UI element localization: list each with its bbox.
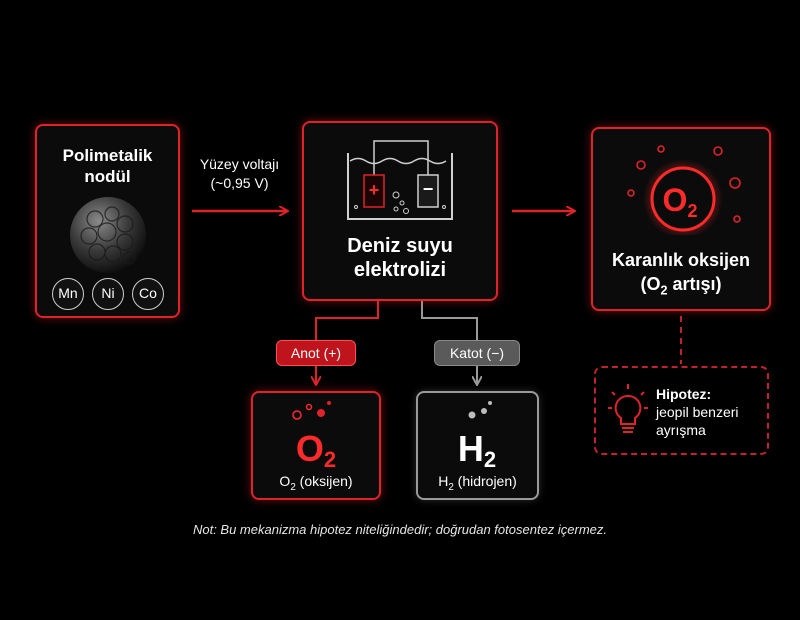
nodule-sphere-icon bbox=[70, 197, 146, 273]
dark-oxygen-title-line2: (O2 artışı) bbox=[640, 274, 722, 298]
hydrogen-bubbles-icon: H2 bbox=[458, 401, 496, 471]
hydrogen-caption: H2 (hidrojen) bbox=[438, 473, 517, 493]
cathode-label-pill: Katot (−) bbox=[434, 340, 520, 366]
footnote: Not: Bu mekanizma hipotez niteliğindedir… bbox=[192, 522, 608, 537]
metal-mn-badge: Mn bbox=[52, 278, 84, 310]
electrolysis-title-line1: Deniz suyu bbox=[347, 235, 453, 257]
oxygen-caption: O2 (oksijen) bbox=[279, 473, 353, 493]
oxygen-bubbles-icon: O2 bbox=[292, 401, 336, 471]
metal-ni-badge: Ni bbox=[92, 278, 124, 310]
electrolysis-box: + − Deniz suyu elektrolizi bbox=[302, 121, 498, 301]
hypothesis-line2: ayrışma bbox=[656, 422, 706, 438]
voltage-label-line1: Yüzey voltajı bbox=[199, 156, 280, 172]
nodule-box: Polimetalik nodül Mn Ni Co bbox=[35, 124, 180, 318]
line-to-cathode bbox=[421, 300, 478, 340]
anode-plus-sign: + bbox=[369, 180, 380, 200]
dark-oxygen-title-line1: Karanlık oksijen bbox=[611, 250, 751, 270]
hydrogen-product-box: H2 H2 (hidrojen) bbox=[416, 391, 539, 500]
cathode-minus-sign: − bbox=[423, 179, 434, 199]
anode-label-pill: Anot (+) bbox=[276, 340, 356, 366]
hypothesis-title: Hipotez: bbox=[656, 386, 712, 402]
oxygen-product-symbol: O2 bbox=[296, 428, 336, 471]
lightbulb-icon bbox=[608, 384, 648, 433]
hypothesis-line1: jeopil benzeri bbox=[656, 404, 739, 420]
line-to-anode bbox=[315, 300, 379, 340]
oxygen-product-box: O2 O2 (oksijen) bbox=[251, 391, 381, 500]
electrolysis-title-line2: elektrolizi bbox=[353, 259, 447, 281]
nodule-title-line2: nodül bbox=[84, 167, 131, 186]
oxygen-glow-icon: O2 bbox=[627, 145, 741, 235]
hydrogen-product-symbol: H2 bbox=[458, 428, 496, 471]
hypothesis-box: Hipotez: jeopil benzeri ayrışma bbox=[594, 366, 769, 455]
voltage-label-line2: (~0,95 V) bbox=[210, 175, 269, 191]
dark-oxygen-symbol: O2 bbox=[663, 182, 698, 221]
nodule-title-line1: Polimetalik bbox=[62, 146, 153, 165]
beaker-electrodes-icon: + − bbox=[347, 140, 453, 220]
dark-oxygen-box: O2 Karanlık oksijen (O2 artışı) bbox=[591, 127, 771, 311]
metal-co-badge: Co bbox=[132, 278, 164, 310]
